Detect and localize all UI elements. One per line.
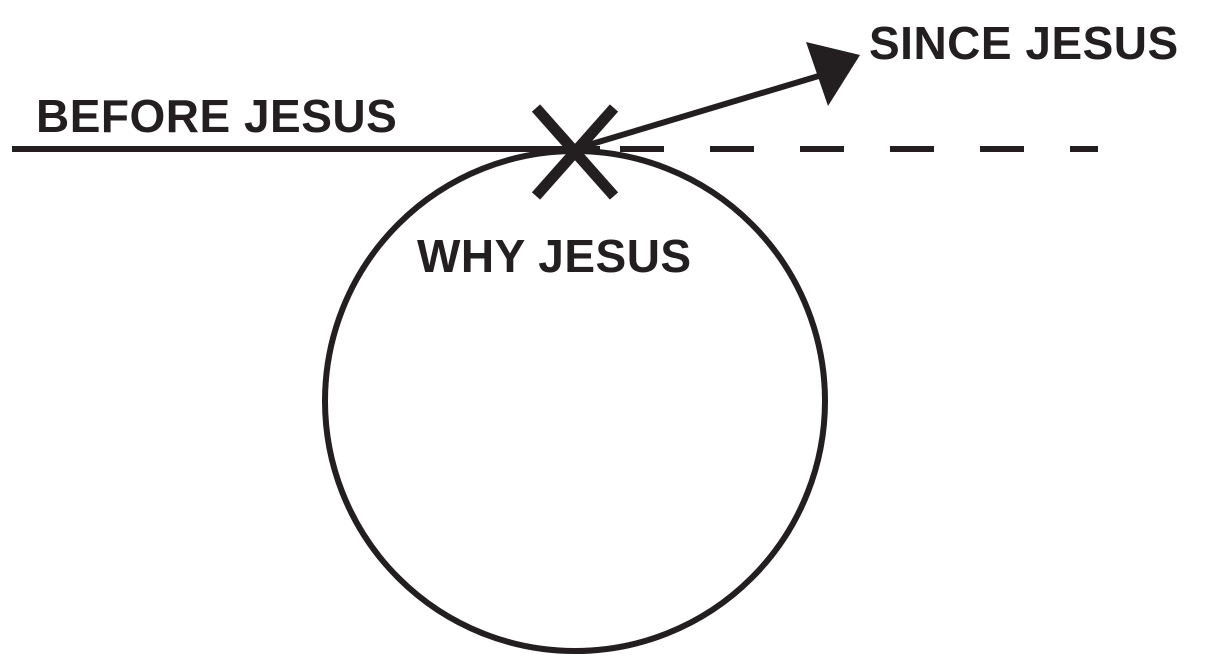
x-mark-icon [531, 104, 619, 200]
arrowhead-icon [806, 42, 860, 106]
why-jesus-label: WHY JESUS [417, 230, 692, 282]
since-arrow-shaft [574, 69, 833, 152]
since-jesus-label: SINCE JESUS [869, 17, 1179, 69]
before-jesus-label: BEFORE JESUS [36, 90, 398, 142]
why-circle [322, 148, 828, 654]
